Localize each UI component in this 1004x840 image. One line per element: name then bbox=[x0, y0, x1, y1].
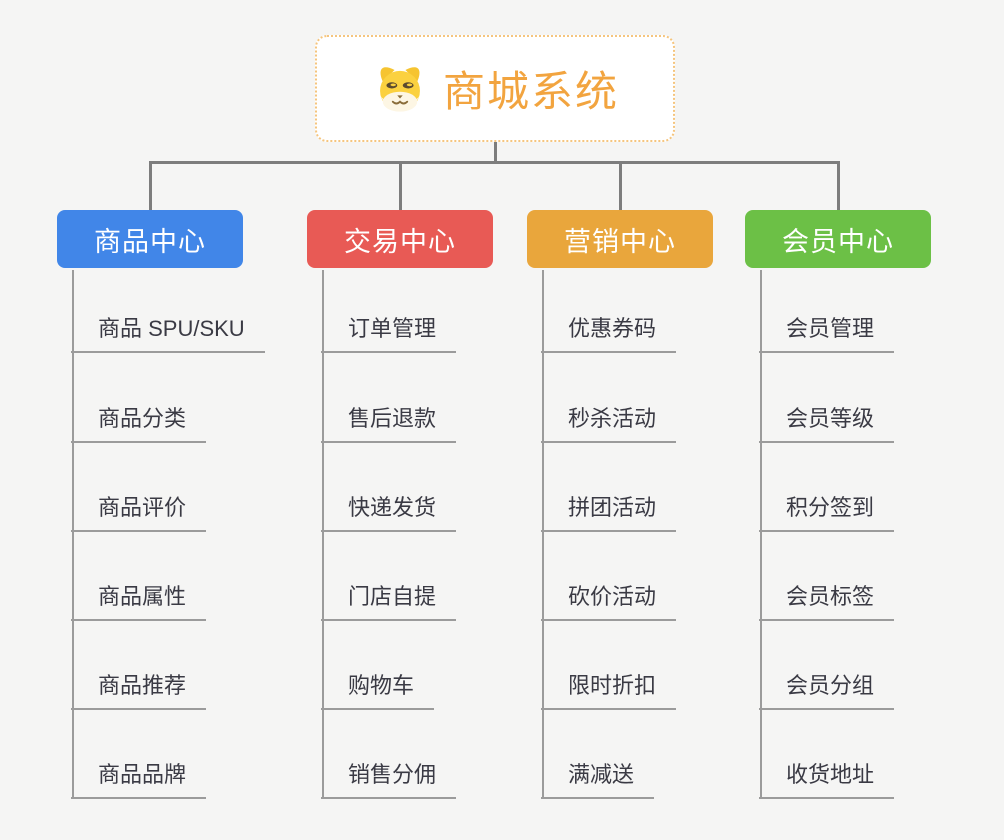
leaf-node[interactable]: 商品 SPU/SKU bbox=[71, 314, 265, 353]
root-node[interactable]: 商城系统 bbox=[315, 35, 675, 142]
leaf-node[interactable]: 砍价活动 bbox=[541, 582, 677, 621]
dog-face-icon bbox=[380, 66, 420, 112]
branch-node-trade-center[interactable]: 交易中心 bbox=[307, 210, 493, 268]
branch-stub-line bbox=[149, 161, 152, 211]
leaf-node[interactable]: 满减送 bbox=[541, 760, 655, 799]
column-spine-line bbox=[760, 270, 762, 799]
leaf-node[interactable]: 收货地址 bbox=[759, 760, 895, 799]
branch-label: 商品中心 bbox=[94, 226, 206, 257]
root-connector-line bbox=[494, 141, 497, 162]
leaf-node[interactable]: 销售分佣 bbox=[321, 760, 457, 799]
leaf-node[interactable]: 限时折扣 bbox=[541, 671, 677, 710]
leaf-node[interactable]: 订单管理 bbox=[321, 314, 457, 353]
branch-label: 会员中心 bbox=[782, 226, 894, 257]
branch-label: 交易中心 bbox=[344, 226, 456, 257]
branch-stub-line bbox=[837, 161, 840, 211]
root-title: 商城系统 bbox=[442, 68, 619, 115]
leaf-node[interactable]: 会员标签 bbox=[759, 582, 895, 621]
column-spine-line bbox=[322, 270, 324, 799]
leaf-node[interactable]: 商品属性 bbox=[71, 582, 207, 621]
column-spine-line bbox=[72, 270, 74, 799]
leaf-node[interactable]: 门店自提 bbox=[321, 582, 457, 621]
leaf-node[interactable]: 优惠券码 bbox=[541, 314, 677, 353]
leaf-node[interactable]: 会员等级 bbox=[759, 404, 895, 443]
leaf-node[interactable]: 会员分组 bbox=[759, 671, 895, 710]
leaf-node[interactable]: 商品品牌 bbox=[71, 760, 207, 799]
leaf-node[interactable]: 商品分类 bbox=[71, 404, 207, 443]
branch-stub-line bbox=[399, 161, 402, 211]
branch-node-marketing-center[interactable]: 营销中心 bbox=[527, 210, 713, 268]
branch-stub-line bbox=[619, 161, 622, 211]
leaf-node[interactable]: 会员管理 bbox=[759, 314, 895, 353]
leaf-node[interactable]: 快递发货 bbox=[321, 493, 457, 532]
branch-node-member-center[interactable]: 会员中心 bbox=[745, 210, 931, 268]
leaf-node[interactable]: 秒杀活动 bbox=[541, 404, 677, 443]
column-spine-line bbox=[542, 270, 544, 799]
leaf-node[interactable]: 购物车 bbox=[321, 671, 435, 710]
leaf-node[interactable]: 拼团活动 bbox=[541, 493, 677, 532]
leaf-node[interactable]: 商品推荐 bbox=[71, 671, 207, 710]
branch-bus-line bbox=[149, 161, 840, 164]
leaf-node[interactable]: 商品评价 bbox=[71, 493, 207, 532]
leaf-node[interactable]: 积分签到 bbox=[759, 493, 895, 532]
branch-node-product-center[interactable]: 商品中心 bbox=[57, 210, 243, 268]
leaf-node[interactable]: 售后退款 bbox=[321, 404, 457, 443]
branch-label: 营销中心 bbox=[564, 226, 676, 257]
